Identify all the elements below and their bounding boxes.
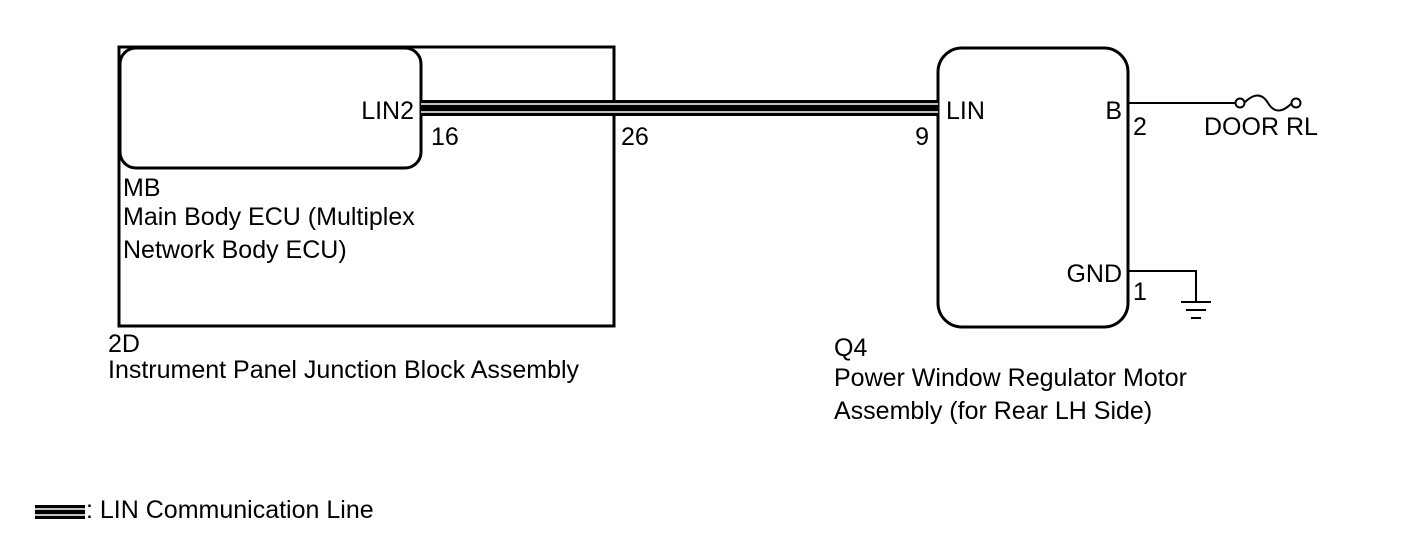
junction-block-outline	[117, 45, 616, 328]
ecu-name-line1: Main Body ECU (Multiplex	[123, 203, 415, 231]
junction-block-code: 2D	[108, 330, 140, 358]
ecu-lin2-label: LIN2	[361, 97, 414, 125]
motor-name-line1: Power Window Regulator Motor	[834, 364, 1187, 392]
ecu-pin-16: 16	[431, 123, 459, 151]
motor-pin-9: 9	[915, 123, 929, 151]
motor-name-line2: Assembly (for Rear LH Side)	[834, 397, 1152, 425]
legend-line-swatch	[35, 505, 85, 519]
ecu-code: MB	[123, 174, 161, 202]
motor-code: Q4	[834, 334, 867, 362]
junction-block-name: Instrument Panel Junction Block Assembly	[108, 356, 580, 384]
ground-icon	[1181, 301, 1211, 319]
fuse-label: DOOR RL	[1204, 113, 1318, 141]
motor-pin-1: 1	[1133, 278, 1147, 306]
legend-text: : LIN Communication Line	[86, 496, 374, 524]
legend: : LIN Communication Line	[35, 496, 374, 524]
motor-pin-2: 2	[1133, 113, 1147, 141]
motor-b-label: B	[1105, 97, 1122, 125]
motor-gnd-label: GND	[1066, 260, 1122, 288]
fuse-icon	[1234, 94, 1302, 112]
ground-wire	[1128, 270, 1197, 302]
ecu-name-line2: Network Body ECU)	[123, 236, 347, 264]
junction-pin-26: 26	[621, 123, 649, 151]
motor-outline	[936, 46, 1130, 329]
lin-communication-wire	[421, 100, 938, 116]
motor-lin-label: LIN	[946, 97, 985, 125]
